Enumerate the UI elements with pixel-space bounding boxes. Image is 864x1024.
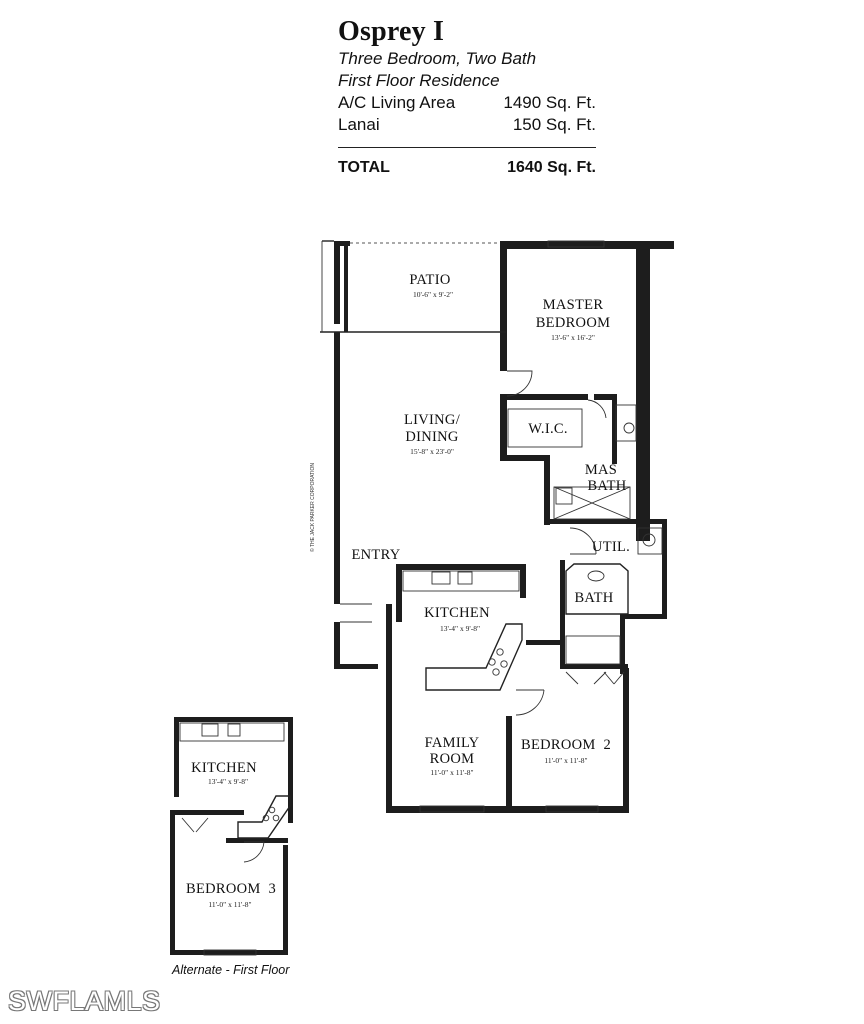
- plan-subtitle-rooms: Three Bedroom, Two Bath: [338, 49, 537, 68]
- room-label-bath: BATH: [574, 590, 613, 606]
- room-label-kitchen: KITCHEN: [424, 605, 490, 621]
- area-row-living: A/C Living Area 1490 Sq. Ft.: [338, 92, 600, 114]
- area-total-value: 1640 Sq. Ft.: [507, 159, 596, 176]
- room-label-bedroom-2: BEDROOM 2: [521, 737, 611, 753]
- room-dims-living: 15'-8" x 23'-0": [410, 447, 454, 456]
- fixtures: [402, 240, 663, 813]
- area-total-row: TOTAL 1640 Sq. Ft.: [338, 158, 600, 178]
- area-row-lanai: Lanai 150 Sq. Ft.: [338, 114, 600, 136]
- room-label-entry: ENTRY: [351, 547, 400, 563]
- alternate-plan-caption: Alternate - First Floor: [172, 963, 290, 977]
- mls-watermark: SWFLAMLS: [8, 986, 161, 1016]
- area-row-value: 150 Sq. Ft.: [512, 115, 596, 134]
- room-label-family-2: ROOM: [430, 751, 475, 767]
- room-label-master-2: BEDROOM: [536, 315, 611, 331]
- patio-lines: [320, 240, 506, 333]
- floorplan-header: Osprey I Three Bedroom, Two Bath First F…: [338, 16, 600, 178]
- alt-room-dims-bedroom-3: 11'-0" x 11'-8": [208, 900, 251, 909]
- plan-title: Osprey I: [338, 16, 445, 47]
- door-swings: [340, 370, 625, 716]
- area-row-label: A/C Living Area: [338, 93, 456, 112]
- room-label-family-1: FAMILY: [425, 735, 480, 751]
- main-walls: [334, 241, 674, 813]
- room-label-living-1: LIVING/: [404, 412, 461, 428]
- alternate-plan: KITCHEN 13'-4" x 9'-8" BEDROOM 3 11'-0" …: [170, 717, 293, 956]
- area-total-label: TOTAL: [338, 159, 390, 176]
- room-dims-kitchen: 13'-4" x 9'-8": [440, 624, 480, 633]
- copyright-text: © THE JACK PARKER CORPORATION: [309, 463, 316, 552]
- room-label-master-1: MASTER: [543, 297, 604, 313]
- alt-room-label-kitchen: KITCHEN: [191, 760, 257, 776]
- room-label-mas-bath-1: MAS: [585, 462, 617, 478]
- room-label-util: UTIL.: [592, 539, 630, 555]
- room-dims-bedroom-2: 11'-0" x 11'-8": [544, 756, 587, 765]
- plan-subtitle-floor: First Floor Residence: [338, 71, 500, 90]
- room-label-living-2: DINING: [405, 429, 459, 445]
- alt-room-dims-kitchen: 13'-4" x 9'-8": [208, 777, 248, 786]
- room-label-patio: PATIO: [409, 272, 450, 288]
- room-dims-family: 11'-0" x 11'-8": [430, 768, 473, 777]
- room-labels: PATIO 10'-6" x 9'-2" MASTER BEDROOM 13'-…: [351, 272, 630, 777]
- room-label-mas-bath-2: BATH: [587, 478, 626, 494]
- room-dims-master: 13'-6" x 16'-2": [551, 333, 595, 342]
- room-dims-patio: 10'-6" x 9'-2": [413, 290, 453, 299]
- header-divider: [338, 147, 596, 148]
- area-row-value: 1490 Sq. Ft.: [503, 93, 596, 112]
- alt-room-label-bedroom-3: BEDROOM 3: [186, 881, 276, 897]
- room-label-wic: W.I.C.: [528, 421, 568, 437]
- area-row-label: Lanai: [338, 115, 380, 134]
